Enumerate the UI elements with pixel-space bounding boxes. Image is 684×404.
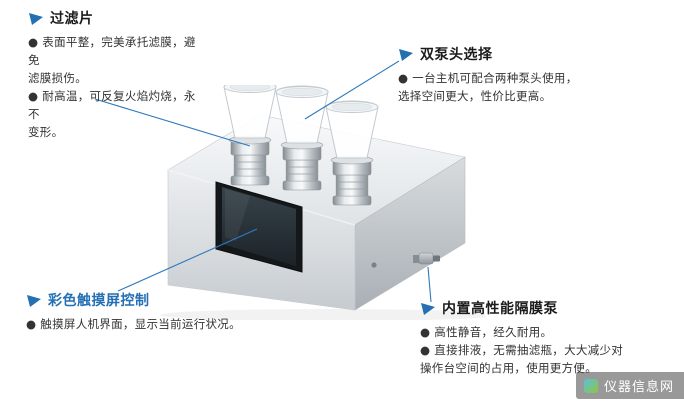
callout-title: 内置高性能隔膜泵	[442, 301, 558, 317]
callout-text-line: ● 耐高温，可反复火焰灼烧，永不	[28, 89, 196, 121]
callout-pump-head: 双泵头选择 ● 一台主机可配合两种泵头使用， 选择空间更大，性价比更高。	[398, 44, 598, 105]
callout-text-line: 操作台空间的占用，使用更方便。	[420, 361, 597, 375]
callout-text-line: 滤膜损伤。	[28, 71, 87, 85]
drain-port	[413, 252, 440, 265]
callout-text-line: ● 直接排液，无需抽滤瓶，大大减少对	[420, 343, 624, 357]
callout-text-line: ● 高性静音，经久耐用。	[420, 325, 553, 339]
callout-text-line: ● 触摸屏人机界面，显示当前运行状况。	[26, 317, 241, 331]
callout-touchscreen: 彩色触摸屏控制 ● 触摸屏人机界面，显示当前运行状况。	[26, 290, 276, 333]
callout-text-line: ● 一台主机可配合两种泵头使用，	[398, 71, 578, 85]
watermark-logo-icon	[583, 378, 598, 393]
callout-title: 彩色触摸屏控制	[48, 293, 150, 309]
callout-arrow-icon	[26, 293, 42, 307]
callout-diaphragm-pump: 内置高性能隔膜泵 ● 高性静音，经久耐用。 ● 直接排液，无需抽滤瓶，大大减少对…	[420, 298, 652, 377]
callout-text-line: 变形。	[28, 125, 64, 139]
callout-filter-disc: 过滤片 ● 表面平整，完美承托滤膜，避免 滤膜损伤。 ● 耐高温，可反复火焰灼烧…	[28, 8, 206, 141]
callout-title: 双泵头选择	[420, 47, 493, 63]
callout-arrow-icon	[420, 301, 436, 315]
callout-title: 过滤片	[50, 11, 94, 27]
callout-text-line: ● 表面平整，完美承托滤膜，避免	[28, 35, 196, 67]
watermark: 仪器信息网	[575, 372, 684, 399]
callout-arrow-icon	[398, 47, 414, 61]
callout-arrow-icon	[28, 11, 44, 25]
callout-text-line: 选择空间更大，性价比更高。	[398, 89, 552, 103]
screw-dot	[371, 262, 377, 268]
watermark-text: 仪器信息网	[603, 380, 674, 395]
device-shadow	[160, 309, 485, 320]
